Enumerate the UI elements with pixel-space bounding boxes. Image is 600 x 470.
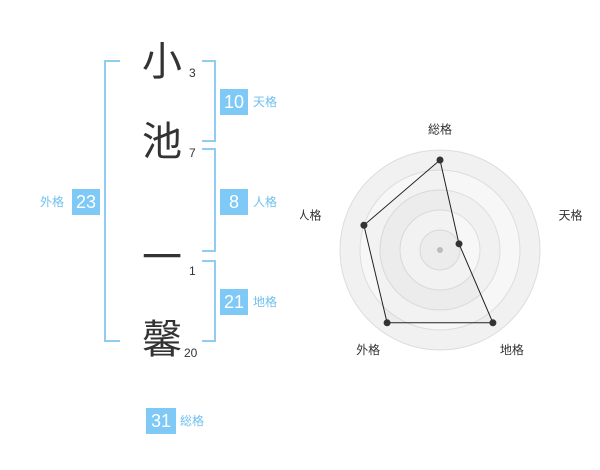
radar-axis-label: 総格: [428, 122, 452, 137]
stroke-count-3: 1: [189, 264, 196, 278]
radar-point: [360, 221, 368, 229]
radar-axis-label: 人格: [300, 207, 321, 222]
radar-axis-label: 天格: [559, 207, 583, 222]
name-char-3: 一: [142, 235, 182, 281]
chikaku-bracket: [202, 260, 216, 342]
radar-axis-label: 地格: [500, 342, 524, 357]
soukaku-value: 31: [146, 408, 176, 434]
jinkaku-label: 人格: [253, 195, 278, 209]
gaikaku-value: 23: [72, 189, 100, 215]
jinkaku-bracket: [202, 148, 216, 252]
radar-series-polygon: [363, 159, 494, 324]
jinkaku-value: 8: [220, 189, 248, 215]
tenkaku-value: 10: [220, 89, 248, 115]
radar-center-dot: [437, 247, 443, 253]
stroke-count-1: 3: [189, 66, 196, 80]
radar-point: [383, 319, 391, 327]
stroke-count-2: 7: [189, 146, 196, 160]
name-char-2: 池: [142, 119, 182, 165]
soukaku-label: 総格: [180, 414, 205, 428]
radar-point: [436, 156, 444, 164]
radar-point: [455, 240, 463, 248]
gaikaku-label: 外格: [40, 195, 65, 209]
radar-axis-label: 外格: [356, 342, 380, 357]
tenkaku-bracket: [202, 60, 216, 142]
chikaku-value: 21: [220, 289, 248, 315]
name-char-1: 小: [142, 39, 182, 85]
gaikaku-bracket: [104, 60, 120, 342]
radar-point: [489, 319, 497, 327]
stroke-count-4: 20: [184, 346, 198, 360]
name-char-4: 馨: [142, 317, 182, 363]
tenkaku-label: 天格: [253, 95, 278, 109]
chikaku-label: 地格: [253, 295, 278, 309]
